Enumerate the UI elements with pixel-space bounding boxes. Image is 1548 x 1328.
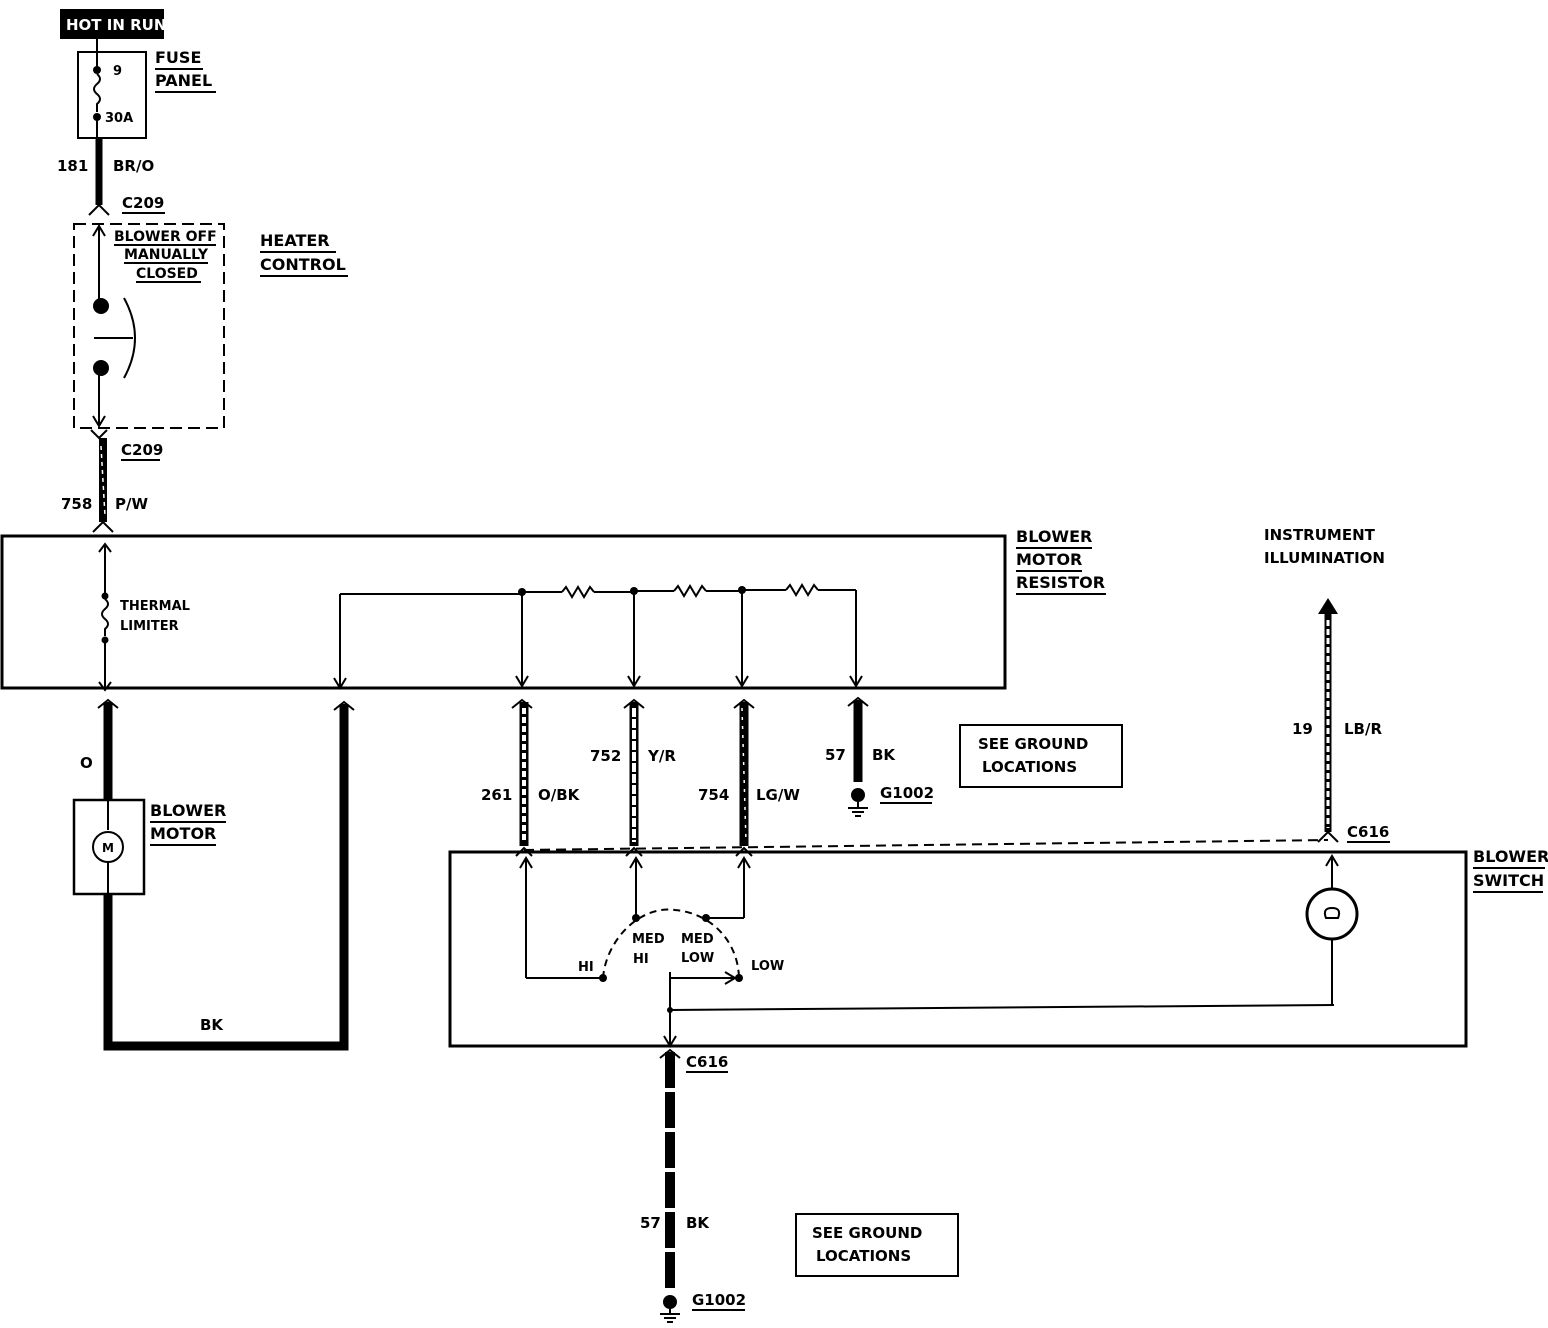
blower-switch-wiring [519, 856, 1335, 1048]
hot-in-run-header: HOT IN RUN [60, 9, 166, 39]
heater-control-box [73, 223, 225, 429]
wire-bk-loop-color: BK [200, 1016, 224, 1034]
wire-261-circuit: 261 [481, 786, 512, 804]
wire-57-lower-circuit: 57 [640, 1214, 661, 1232]
resistor-network [333, 583, 863, 690]
instrument-illumination-1: INSTRUMENT [1264, 526, 1376, 544]
connector-c616-dashed [523, 839, 1329, 851]
ground-lower-icon [660, 1295, 680, 1323]
switch-pos-med-hi-2: HI [633, 952, 649, 967]
wire-758-color: P/W [115, 495, 148, 513]
connector-c209-bottom-icon [90, 429, 108, 440]
wire-o-color: O [80, 754, 93, 772]
fuse-panel-label-2: PANEL [155, 71, 212, 90]
bulb-icon [1305, 854, 1359, 1005]
see-ground-lower-1: SEE GROUND [812, 1224, 922, 1242]
wire-19-circuit: 19 [1292, 720, 1313, 738]
ground-lower-id: G1002 [692, 1291, 746, 1309]
blower-off-note-1: BLOWER OFF [114, 229, 217, 245]
blower-motor-resistor-box [0, 534, 1007, 690]
see-ground-upper-box [959, 724, 1123, 788]
selector-arc [602, 908, 740, 979]
ground-upper-icon [848, 788, 868, 817]
wire-57-upper-circuit: 57 [825, 746, 846, 764]
wire-bk-loop [103, 704, 349, 1051]
wire-758-circuit: 758 [61, 495, 92, 513]
switch-pos-hi: HI [578, 960, 594, 975]
instrument-illumination-2: ILLUMINATION [1264, 549, 1385, 567]
wire-754-color: LG/W [756, 786, 800, 804]
thermal-limiter-icon [101, 598, 109, 636]
switch-contact-top [93, 298, 109, 314]
switch-pos-low: LOW [751, 959, 784, 974]
resistor-label-1: BLOWER [1016, 527, 1092, 546]
wire-261-color: O/BK [538, 786, 581, 804]
switch-pos-med-hi-1: MED [632, 932, 665, 947]
blower-off-switch-icon [123, 297, 136, 379]
wire-752-circuit: 752 [590, 747, 621, 765]
heater-control-label-2: CONTROL [260, 255, 346, 274]
switch-pos-med-low-1: MED [681, 932, 714, 947]
see-ground-upper-2: LOCATIONS [982, 758, 1077, 776]
wire-754 [733, 698, 755, 846]
fuse-panel: 9 30A [77, 51, 147, 139]
wire-57-upper-color: BK [872, 746, 896, 764]
motor-symbol: M [102, 841, 114, 855]
connector-c616-bottom-icon [659, 1048, 681, 1059]
wire-181-color: BR/O [113, 157, 154, 175]
connector-c616-right-icon [1317, 830, 1339, 843]
blower-off-note-3: CLOSED [136, 266, 198, 282]
fuse-panel-label-1: FUSE [155, 48, 201, 67]
wire-261 [511, 698, 533, 846]
ground-upper-id: G1002 [880, 784, 934, 802]
hot-in-run-label: HOT IN RUN [66, 16, 166, 34]
thermal-limiter-label-2: LIMITER [120, 619, 179, 634]
fuse-rating: 30A [105, 111, 133, 126]
wire-57-lower-color: BK [686, 1214, 710, 1232]
thermal-limiter-label-1: THERMAL [120, 599, 190, 614]
connector-c616-bottom: C616 [686, 1053, 728, 1071]
see-ground-lower-2: LOCATIONS [816, 1247, 911, 1265]
blower-switch-label-1: BLOWER [1473, 847, 1548, 866]
wire-752 [623, 698, 645, 846]
wire-754-circuit: 754 [698, 786, 729, 804]
blower-motor-label-1: BLOWER [150, 801, 226, 820]
connector-c209-top: C209 [122, 194, 164, 212]
heater-control-label-1: HEATER [260, 231, 330, 250]
see-ground-upper-1: SEE GROUND [978, 735, 1088, 753]
blower-switch-box [448, 850, 1468, 1048]
see-ground-lower-box [795, 1213, 959, 1277]
connector-c209-bottom: C209 [121, 441, 163, 459]
blower-motor-label-2: MOTOR [150, 824, 216, 843]
fuse-number: 9 [113, 64, 122, 79]
resistor-label-2: MOTOR [1016, 550, 1082, 569]
blower-switch-label-2: SWITCH [1473, 871, 1544, 890]
switch-contact-bottom [93, 360, 109, 376]
illumination-arrow-icon [1318, 598, 1338, 614]
connector-c616-right: C616 [1347, 823, 1389, 841]
wire-19-color: LB/R [1344, 720, 1382, 738]
blower-off-note-2: MANUALLY [124, 247, 209, 263]
fuse-icon [93, 73, 101, 112]
switch-pos-med-low-2: LOW [681, 951, 714, 966]
wire-752-color: Y/R [647, 747, 676, 765]
wire-181-circuit: 181 [57, 157, 88, 175]
connector-c209-top-icon [88, 203, 110, 216]
resistor-label-3: RESISTOR [1016, 573, 1105, 592]
